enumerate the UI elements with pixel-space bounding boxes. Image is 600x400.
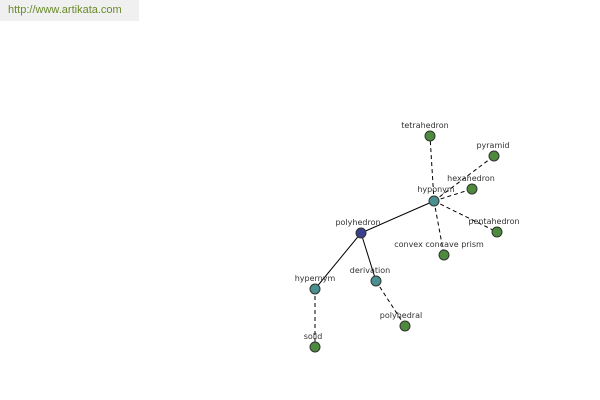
watermark-url: http://www.artikata.com — [0, 0, 139, 21]
node-label-polyhedron[interactable]: polyhedron — [335, 218, 380, 227]
edge-hyponym-pentahedron — [433, 200, 498, 233]
edge-hyponym-tetrahedron — [429, 135, 435, 202]
node-solid[interactable] — [309, 341, 321, 353]
edge-hyponym-pyramid — [433, 155, 495, 202]
node-label-derivation[interactable]: derivation — [350, 266, 390, 275]
node-polyhedral[interactable] — [399, 320, 411, 332]
node-derivation[interactable] — [370, 275, 382, 287]
node-hyponym[interactable] — [428, 195, 440, 207]
edge-polyhedron-derivation — [360, 232, 377, 282]
node-label-solid[interactable]: solid — [304, 332, 323, 341]
node-label-hyponym[interactable]: hyponym — [417, 185, 455, 194]
node-hexahedron[interactable] — [466, 183, 478, 195]
edge-polyhedron-hypernym — [314, 232, 362, 290]
node-pentahedron[interactable] — [491, 226, 503, 238]
labels-layer: polyhedron hyponym hypernym derivation tetra… — [295, 121, 520, 341]
node-label-hexahedron[interactable]: hexahedron — [447, 174, 495, 183]
edge-derivation-polyhedral — [375, 280, 406, 327]
node-label-pentahedron[interactable]: pentahedron — [468, 217, 519, 226]
edges-layer — [314, 135, 498, 347]
node-label-hypernym[interactable]: hypernym — [295, 274, 336, 283]
nodes-layer — [309, 130, 503, 353]
node-hypernym[interactable] — [309, 283, 321, 295]
edge-hyponym-convex-concave-prism — [433, 200, 445, 256]
node-polyhedron[interactable] — [355, 227, 367, 239]
node-label-pyramid[interactable]: pyramid — [476, 141, 509, 150]
edge-polyhedron-hyponym — [360, 200, 435, 234]
node-label-convex-concave-prism[interactable]: convex concave prism — [394, 240, 484, 249]
node-pyramid[interactable] — [488, 150, 500, 162]
node-tetrahedron[interactable] — [424, 130, 436, 142]
node-label-tetrahedron[interactable]: tetrahedron — [401, 121, 449, 130]
node-convex-concave-prism[interactable] — [438, 249, 450, 261]
node-label-polyhedral[interactable]: polyhedral — [380, 311, 422, 320]
